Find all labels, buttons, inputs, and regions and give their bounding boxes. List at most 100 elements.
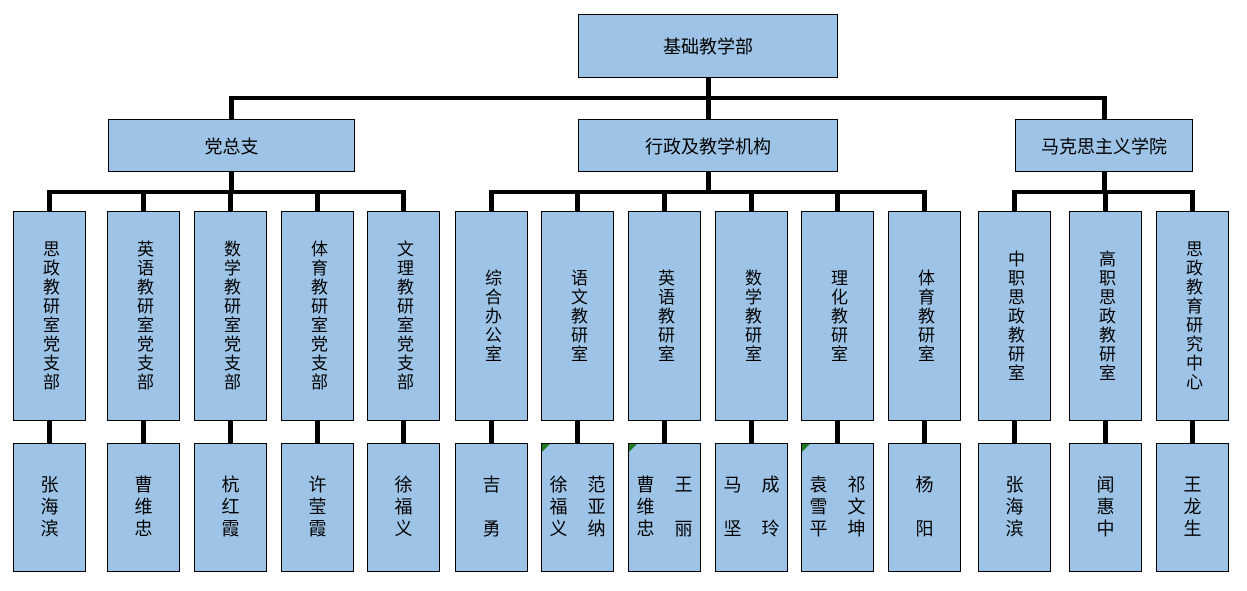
staff-name: 袁雪平 xyxy=(809,474,828,540)
dept-label: 语文教研室 xyxy=(567,268,587,364)
org-node-staff: 曹维忠 xyxy=(107,443,180,572)
dept-label: 体育教研室党支部 xyxy=(307,240,327,392)
connector-line xyxy=(400,421,406,443)
connector-line xyxy=(46,194,52,211)
staff-names: 王龙生 xyxy=(1183,474,1202,540)
dept-label: 高职思政教研室 xyxy=(1095,249,1115,383)
connector-line xyxy=(1102,194,1108,211)
connector-line xyxy=(400,194,406,211)
dept-label: 英语教研室 xyxy=(654,268,674,364)
org-node-dept: 数学教研室 xyxy=(715,211,788,421)
connector-line xyxy=(229,96,1107,100)
connector-line xyxy=(229,100,234,119)
connector-line xyxy=(705,100,711,119)
group-label: 马克思主义学院 xyxy=(1041,136,1167,158)
connector-line xyxy=(1189,421,1195,443)
connector-line xyxy=(488,421,494,443)
connector-line xyxy=(488,194,494,211)
org-node-staff: 曹维忠王丽 xyxy=(628,443,701,572)
org-node-staff: 闻惠中 xyxy=(1069,443,1142,572)
staff-names: 张海滨 xyxy=(41,476,59,539)
staff-name: 许莹霞 xyxy=(308,474,327,540)
staff-name: 祁文坤 xyxy=(847,474,866,540)
staff-names: 曹维忠 xyxy=(135,476,153,539)
org-node-staff: 杨阳 xyxy=(888,443,961,572)
org-node-dept: 体育教研室 xyxy=(888,211,961,421)
connector-line xyxy=(1101,172,1107,190)
dept-label: 数学教研室 xyxy=(741,268,761,364)
comment-marker-icon xyxy=(629,444,637,452)
org-node-staff: 张海滨 xyxy=(13,443,86,572)
comment-marker-icon xyxy=(542,444,550,452)
connector-line xyxy=(661,421,667,443)
connector-line xyxy=(705,78,711,96)
org-node-staff: 马坚成玲 xyxy=(715,443,788,572)
connector-line xyxy=(488,190,927,194)
connector-line xyxy=(574,421,580,443)
connector-line xyxy=(1189,194,1195,211)
org-node-staff: 徐福义范亚纳 xyxy=(541,443,614,572)
org-node-group: 党总支 xyxy=(108,119,355,172)
connector-line xyxy=(1011,421,1017,443)
staff-name: 杭红霞 xyxy=(221,474,240,540)
staff-names: 袁雪平祁文坤 xyxy=(809,474,866,540)
org-node-staff: 徐福义 xyxy=(367,443,440,572)
connector-line xyxy=(921,194,927,211)
connector-line xyxy=(314,421,320,443)
org-node-root: 基础教学部 xyxy=(578,14,838,78)
staff-names: 许莹霞 xyxy=(308,474,327,540)
connector-line xyxy=(229,172,234,190)
staff-names: 闻惠中 xyxy=(1096,474,1115,540)
connector-line xyxy=(314,194,320,211)
connector-line xyxy=(921,421,927,443)
dept-label: 综合办公室 xyxy=(481,268,501,364)
staff-names: 徐福义 xyxy=(394,474,413,540)
connector-line xyxy=(46,421,52,443)
connector-line xyxy=(748,421,754,443)
connector-line xyxy=(1011,190,1195,194)
org-node-staff: 杭红霞 xyxy=(194,443,267,572)
connector-line xyxy=(227,421,233,443)
staff-name: 成玲 xyxy=(761,474,780,540)
org-node-staff: 王龙生 xyxy=(1156,443,1229,572)
staff-names: 曹维忠王丽 xyxy=(636,474,693,540)
staff-name: 闻惠中 xyxy=(1096,474,1115,540)
group-label: 党总支 xyxy=(204,136,259,158)
staff-names: 杨阳 xyxy=(916,476,934,539)
org-node-dept: 体育教研室党支部 xyxy=(281,211,354,421)
dept-label: 体育教研室 xyxy=(914,268,934,364)
connector-line xyxy=(1101,100,1107,119)
dept-label: 文理教研室党支部 xyxy=(393,240,413,392)
staff-name: 徐福义 xyxy=(394,474,413,540)
org-node-dept: 数学教研室党支部 xyxy=(194,211,267,421)
org-node-dept: 中职思政教研室 xyxy=(978,211,1051,421)
connector-line xyxy=(46,190,406,194)
org-node-dept: 语文教研室 xyxy=(541,211,614,421)
org-node-dept: 思政教研室党支部 xyxy=(13,211,86,421)
staff-name: 王丽 xyxy=(674,474,693,540)
comment-marker-icon xyxy=(802,444,810,452)
connector-line xyxy=(705,172,711,190)
org-node-dept: 综合办公室 xyxy=(455,211,528,421)
dept-label: 中职思政教研室 xyxy=(1004,249,1024,383)
dept-label: 数学教研室党支部 xyxy=(220,240,240,392)
org-node-staff: 张海滨 xyxy=(978,443,1051,572)
org-node-dept: 思政教育研究中心 xyxy=(1156,211,1229,421)
group-label: 行政及教学机构 xyxy=(645,136,771,158)
staff-name: 吉勇 xyxy=(482,474,501,540)
connector-line xyxy=(834,421,840,443)
connector-line xyxy=(834,194,840,211)
org-node-dept: 英语教研室党支部 xyxy=(107,211,180,421)
dept-label: 思政教研室党支部 xyxy=(39,240,59,392)
staff-name: 王龙生 xyxy=(1183,474,1202,540)
staff-names: 马坚成玲 xyxy=(724,474,780,540)
staff-names: 张海滨 xyxy=(1006,476,1024,539)
connector-line xyxy=(574,194,580,211)
staff-name: 曹维忠 xyxy=(636,474,655,540)
staff-names: 杭红霞 xyxy=(221,474,240,540)
connector-line xyxy=(227,194,233,211)
root-label: 基础教学部 xyxy=(663,37,753,58)
connector-line xyxy=(140,194,146,211)
staff-names: 徐福义范亚纳 xyxy=(550,476,606,539)
dept-label: 思政教育研究中心 xyxy=(1182,240,1202,392)
